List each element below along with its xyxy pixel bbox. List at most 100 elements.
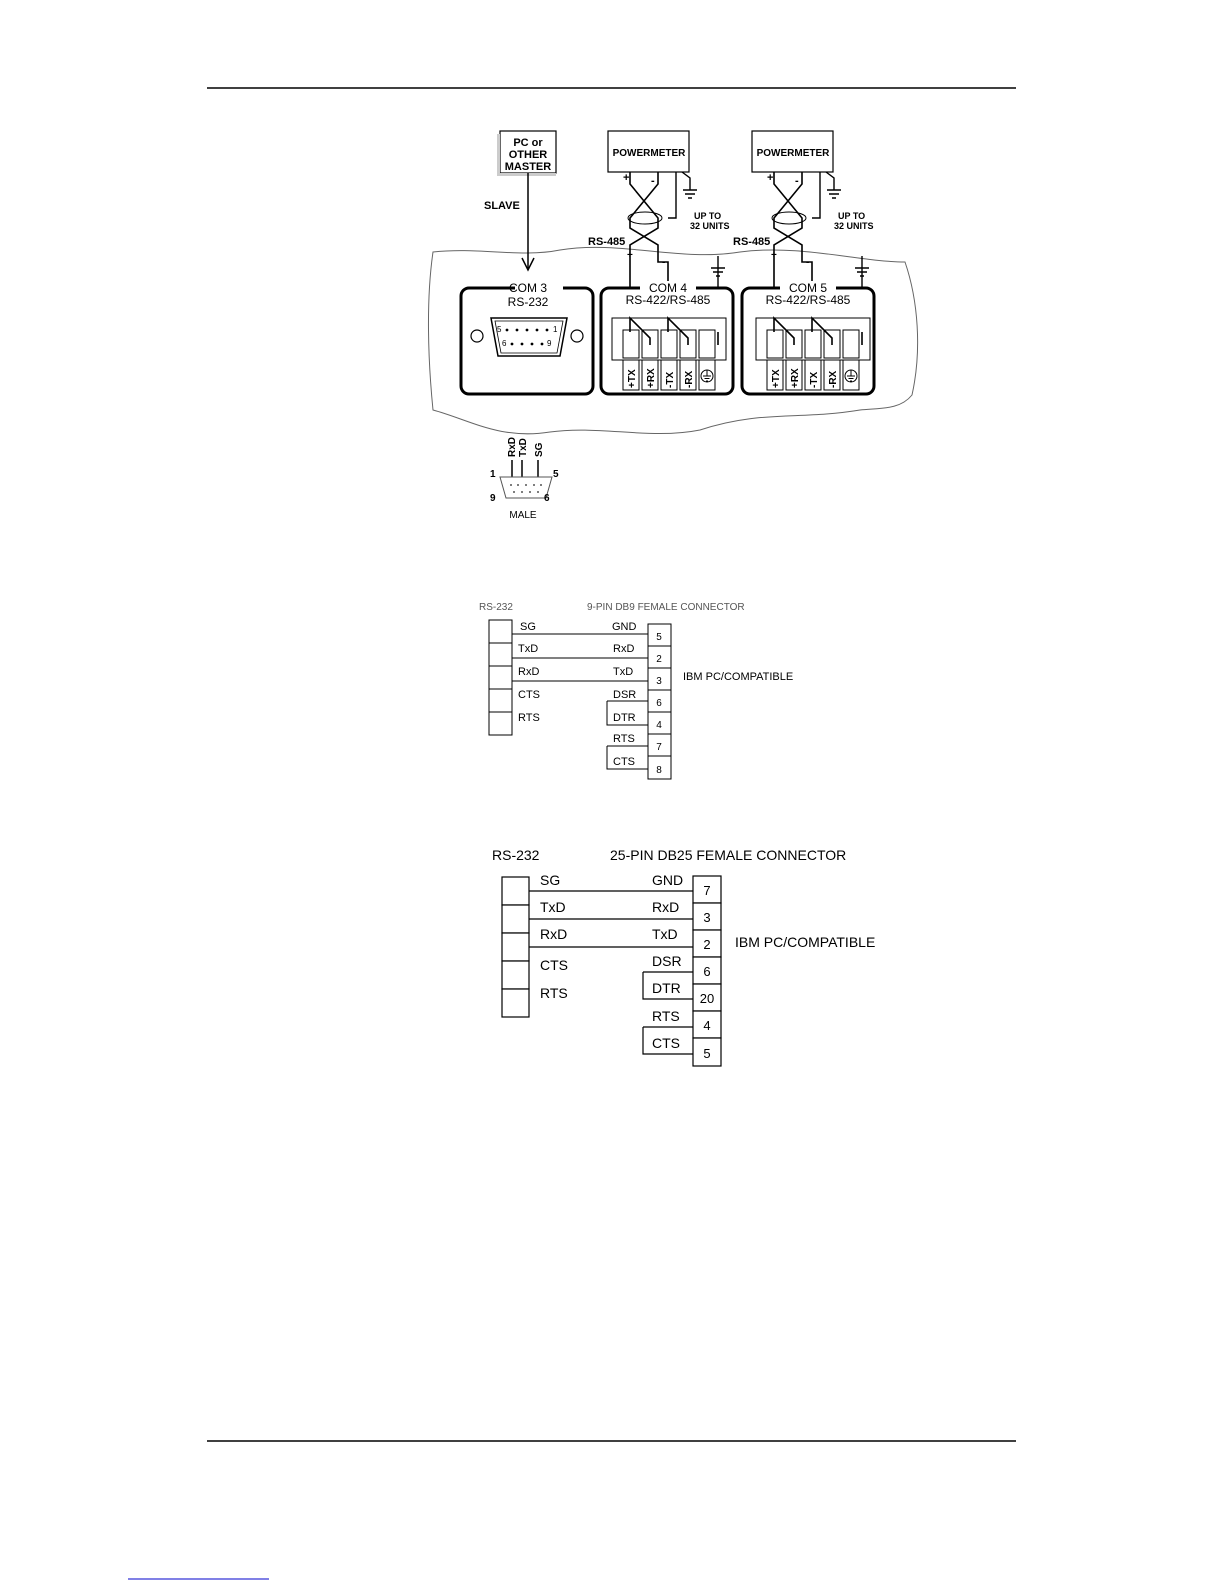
db9-left-title: RS-232 bbox=[479, 602, 513, 613]
com3-port: COM 3 RS-232 5 1 6 9 bbox=[459, 281, 595, 396]
twisted-pair bbox=[773, 172, 813, 332]
db9-right-txd: TxD bbox=[613, 666, 633, 678]
ground-terminal-icon bbox=[700, 369, 714, 383]
com4-subtitle: RS-422/RS-485 bbox=[626, 293, 711, 307]
tx-rx-jumpers bbox=[629, 316, 719, 345]
panel-ground bbox=[855, 256, 869, 332]
male-pin-5: 5 bbox=[553, 469, 559, 480]
minus-sign-low: - bbox=[806, 257, 809, 268]
db9-pin-label-3: 3 bbox=[656, 676, 662, 687]
db25-right-dtr: DTR bbox=[652, 980, 681, 996]
mount-hole-left bbox=[470, 329, 484, 343]
db25-pin-label-6: 6 bbox=[703, 964, 710, 979]
db25-pin-label-4: 4 bbox=[703, 1018, 710, 1033]
db25-right-dsr: DSR bbox=[652, 953, 682, 969]
com5-port: COM 5 RS-422/RS-485 +TX +RX -TX -RX bbox=[740, 281, 876, 396]
db25-pinout-diagram: RS-232 25-PIN DB25 FEMALE CONNECTOR SG T… bbox=[492, 847, 875, 1067]
db9-pin-label-4: 4 bbox=[656, 720, 662, 731]
up-to-label: UP TO bbox=[694, 211, 721, 221]
terminal-plus-rx: +RX bbox=[790, 368, 801, 388]
minus-sign-low: - bbox=[662, 257, 665, 268]
plus-sign: + bbox=[623, 172, 629, 184]
db25-left-rts: RTS bbox=[540, 985, 568, 1001]
db9-left-terminals bbox=[488, 619, 513, 736]
com3-subtitle: RS-232 bbox=[508, 295, 549, 309]
db9-left-rxd: RxD bbox=[518, 666, 539, 678]
db9-pin-boxes bbox=[647, 623, 672, 780]
db25-right-gnd: GND bbox=[652, 872, 683, 888]
com5-subtitle: RS-422/RS-485 bbox=[766, 293, 851, 307]
db9-left-rts: RTS bbox=[518, 712, 540, 724]
powermeter-group-2: POWERMETER + - UP TO 32 UNITS RS-485 + - bbox=[733, 130, 874, 332]
shield-wire bbox=[812, 172, 821, 219]
db25-pin-boxes bbox=[692, 875, 722, 1067]
db25-pin-label-7: 7 bbox=[703, 883, 710, 898]
db25-left-cts: CTS bbox=[540, 957, 568, 973]
db9-pin-label-6: 6 bbox=[656, 698, 662, 709]
db9-right-gnd: GND bbox=[612, 621, 637, 633]
male-pin-1: 1 bbox=[490, 469, 496, 480]
db25-pin-label-3: 3 bbox=[703, 910, 710, 925]
com5-title: COM 5 bbox=[789, 281, 827, 295]
db9-pin-1: 1 bbox=[553, 325, 558, 334]
terminal-strip bbox=[766, 359, 860, 391]
db25-connection-lines bbox=[529, 890, 693, 1055]
com4-title: COM 4 bbox=[649, 281, 687, 295]
db25-pin-label-20: 20 bbox=[700, 991, 714, 1006]
terminal-strip bbox=[622, 359, 716, 391]
db9-pc-label: IBM PC/COMPATIBLE bbox=[683, 671, 793, 683]
plus-sign-low: + bbox=[771, 250, 777, 261]
db25-right-txd: TxD bbox=[652, 926, 678, 942]
db25-left-title: RS-232 bbox=[492, 847, 540, 863]
male-pin-9: 9 bbox=[490, 493, 496, 504]
terminal-slots bbox=[622, 329, 716, 359]
db25-pin-label-2: 2 bbox=[703, 937, 710, 952]
male-signal-txd: TxD bbox=[518, 438, 529, 457]
db9-pin-label-7: 7 bbox=[656, 742, 662, 753]
db9-shell bbox=[490, 317, 568, 357]
male-signal-rxd: RxD bbox=[507, 437, 518, 457]
db9-right-dtr: DTR bbox=[613, 712, 636, 724]
db25-left-terminals bbox=[501, 876, 530, 1018]
male-connector: RxD TxD SG 1 5 9 6 MALE bbox=[490, 437, 559, 521]
db25-left-sg: SG bbox=[540, 872, 560, 888]
db25-left-rxd: RxD bbox=[540, 926, 567, 942]
db25-right-rts: RTS bbox=[652, 1008, 680, 1024]
plus-sign-low: + bbox=[627, 250, 633, 261]
terminal-minus-rx: -RX bbox=[828, 370, 839, 388]
rs485-label: RS-485 bbox=[733, 236, 770, 248]
ground-terminal-icon bbox=[844, 369, 858, 383]
terminal-minus-tx: -TX bbox=[665, 372, 676, 388]
com4-port: COM 4 RS-422/RS-485 +TX +RX -TX -RX bbox=[599, 281, 735, 396]
com3-title: COM 3 bbox=[509, 281, 547, 295]
meter-ground bbox=[681, 171, 697, 199]
powermeter-group-1: POWERMETER + - UP TO 32 UNITS RS-485 + - bbox=[588, 130, 730, 332]
terminal-minus-rx: -RX bbox=[684, 370, 695, 388]
male-label: MALE bbox=[509, 510, 537, 521]
units-label: 32 UNITS bbox=[690, 221, 730, 231]
twisted-pair bbox=[629, 172, 669, 332]
terminal-plus-tx: +TX bbox=[771, 369, 782, 388]
male-shell bbox=[499, 476, 553, 499]
slave-arrow-head bbox=[521, 257, 535, 272]
db9-pin-label-2: 2 bbox=[656, 654, 662, 665]
rs485-label: RS-485 bbox=[588, 236, 625, 248]
terminal-slots bbox=[766, 329, 860, 359]
db9-pinout-diagram: RS-232 9-PIN DB9 FEMALE CONNECTOR SG TxD… bbox=[479, 602, 793, 780]
db25-right-rxd: RxD bbox=[652, 899, 679, 915]
db9-pin-6: 6 bbox=[502, 339, 507, 348]
device-panel-outline bbox=[427, 246, 919, 435]
db9-left-cts: CTS bbox=[518, 689, 540, 701]
powermeter-box bbox=[607, 130, 690, 173]
db25-right-title: 25-PIN DB25 FEMALE CONNECTOR bbox=[610, 847, 846, 863]
master-box-line-1: PC or bbox=[513, 137, 543, 149]
db9-pin-5: 5 bbox=[497, 325, 502, 334]
db25-pc-label: IBM PC/COMPATIBLE bbox=[735, 934, 875, 950]
slave-label: SLAVE bbox=[484, 200, 520, 212]
network-diagram: PC or OTHER MASTER SLAVE POWERMETER + - … bbox=[427, 130, 919, 521]
db9-left-sg: SG bbox=[520, 621, 536, 633]
powermeter-label: POWERMETER bbox=[613, 148, 687, 159]
meter-ground bbox=[825, 171, 841, 199]
plus-sign: + bbox=[767, 172, 773, 184]
master-box-line-3: MASTER bbox=[505, 161, 552, 173]
